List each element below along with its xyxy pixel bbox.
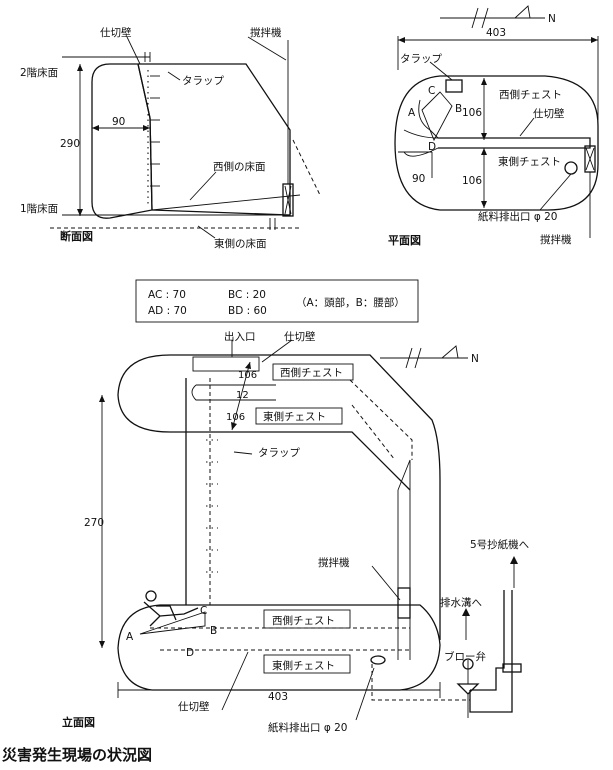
section-agitator-label: 撹拌機 (250, 26, 282, 39)
plan-point-b: B (455, 103, 462, 115)
section-trap-rungs (147, 70, 160, 205)
section-west-chamber (91, 63, 153, 219)
elevation-west-chest-bottom-box (263, 609, 351, 629)
legend-ac: AC : 70 (148, 289, 186, 301)
plan-point-c: C (428, 85, 435, 97)
drain-label: 排水溝へ (440, 596, 482, 609)
elevation-height-value: 270 (84, 517, 104, 529)
elevation-trap-label: タラップ (258, 447, 300, 459)
elevation-entrance (192, 356, 260, 372)
section-view: 仕切壁 撹拌機 2階床面 1階床面 タラップ 290 90 西側の床面 東側の床… (20, 26, 321, 250)
legend-ad: AD : 70 (148, 305, 187, 317)
plan-west-chest-label: 西側チェスト (499, 88, 562, 101)
elevation-agitator (397, 587, 411, 619)
elevation-agitator-label: 撹拌機 (318, 556, 350, 569)
discharge-piping (456, 590, 522, 718)
elevation-length-value: 403 (268, 691, 288, 703)
floor1-label: 1階床面 (20, 202, 58, 215)
plan-dim-106a: 106 (462, 107, 482, 119)
elevation-trap-rungs (206, 439, 218, 573)
elevation-north-label: N (471, 353, 479, 365)
plan-view: N 403 (388, 5, 599, 247)
victim-figure (139, 590, 206, 635)
paper-machine-label: 5号抄紙機へ (470, 538, 529, 551)
section-view-label: 断面図 (60, 229, 93, 243)
elevation-outlet-label: 紙料排出口 φ 20 (268, 721, 347, 734)
east-floor-label: 東側の床面 (214, 237, 267, 250)
elevation-east-chest-bottom-label: 東側チェスト (272, 659, 335, 672)
plan-trap-label: タラップ (400, 53, 442, 65)
elevation-east-chest-top-label: 東側チェスト (263, 410, 326, 423)
elevation-dim-12: 12 (236, 390, 249, 401)
section-height-value: 290 (60, 138, 80, 150)
figure-caption: 災害発生現場の状況図 (2, 746, 152, 764)
elevation-view: N (62, 330, 529, 734)
elevation-west-chest-top-label: 西側チェスト (280, 366, 343, 379)
elevation-outlet (370, 655, 386, 665)
elevation-point-c: C (200, 605, 207, 617)
plan-outlet (564, 161, 578, 175)
plan-outlet-label: 紙料排出口 φ 20 (478, 210, 557, 223)
section-partition-label: 仕切壁 (100, 26, 132, 39)
section-trap-label: タラップ (182, 75, 224, 87)
plan-point-d: D (428, 141, 436, 153)
plan-partition (438, 137, 591, 149)
blow-valve-label: ブロー弁 (444, 650, 486, 663)
plan-dim-106b: 106 (462, 175, 482, 187)
elevation-point-b: B (210, 625, 217, 637)
west-floor-label: 西側の床面 (213, 160, 266, 173)
legend-bd: BD : 60 (228, 305, 267, 317)
elevation-point-a: A (126, 631, 134, 643)
plan-agitator-label: 撹拌機 (540, 233, 572, 246)
elevation-dim-106b: 106 (226, 412, 245, 423)
plan-north-label: N (548, 13, 556, 25)
elevation-partition-top-label: 仕切壁 (284, 330, 316, 343)
elevation-west-chest-top-box (272, 363, 354, 381)
floor2-label: 2階床面 (20, 66, 58, 79)
plan-length-value: 403 (486, 27, 506, 39)
plan-tank-outline (394, 75, 599, 211)
plan-body-position (421, 91, 453, 142)
elevation-entrance-label: 出入口 (224, 330, 256, 343)
plan-trap (445, 79, 463, 93)
elevation-east-chest-bottom-box (263, 654, 351, 674)
legend-box: AC : 70 BC : 20 AD : 70 BD : 60 （A：頭部，B：… (135, 279, 419, 323)
section-width-value: 90 (112, 116, 125, 128)
elevation-tank-upper-outline (170, 354, 441, 640)
section-tank-outline (138, 63, 291, 216)
plan-view-label: 平面図 (388, 233, 421, 247)
plan-dim-90: 90 (412, 173, 425, 185)
legend-note: （A：頭部，B：腰部） (296, 296, 405, 309)
plan-point-a: A (408, 107, 416, 119)
plan-partition-label: 仕切壁 (533, 107, 565, 120)
plan-east-chest-label: 東側チェスト (498, 155, 561, 168)
elevation-west-chest-bottom-label: 西側チェスト (272, 614, 335, 627)
elevation-partition-bottom-label: 仕切壁 (178, 700, 210, 713)
elevation-dim-106a: 106 (238, 370, 257, 381)
elevation-east-chest-top-box (255, 407, 343, 425)
elevation-tank-upper-lower (117, 354, 411, 491)
elevation-view-label: 立面図 (62, 715, 95, 729)
section-west-floor-line (151, 194, 301, 211)
elevation-point-d: D (186, 647, 194, 659)
legend-bc: BC : 20 (228, 289, 266, 301)
